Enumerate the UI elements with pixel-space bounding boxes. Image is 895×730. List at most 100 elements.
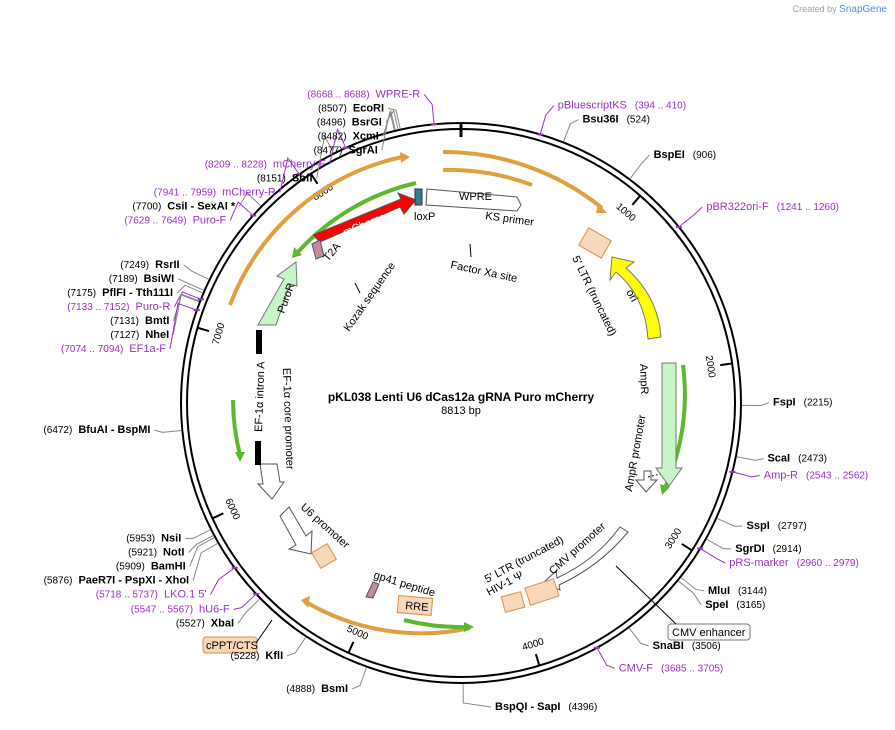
site-label[interactable]: (8507)EcoRI [318,102,384,114]
plasmid-title: pKL038 Lenti U6 dCas12a gRNA Puro mCherr… [328,390,595,404]
primer-label[interactable]: Amp-R(2543 .. 2562) [764,470,869,482]
feature-label-kozak: Kozak sequence [342,260,398,334]
u6-small-box [311,543,337,569]
site-position: (6472) [43,425,72,436]
site-name: SspI [747,520,770,532]
primer-labels: (8668 .. 8688) WPRE-R (8209 .. 8228)mCherr… [61,88,868,674]
site-label[interactable]: (6472)BfuAI - BspMI [43,424,150,436]
site-leader [678,580,702,606]
site-name: BsrGI [352,116,382,128]
primer-range: (7133 .. 7152) [67,302,129,313]
primer-label[interactable]: (8209 .. 8228)mCherry-F [205,158,326,170]
site-label[interactable]: (5527)XbaI [176,617,234,629]
feature-label-ef1a-intron: EF-1α intron A [253,361,267,433]
site-label[interactable]: (5953)NsiI [126,533,181,545]
site-label[interactable]: (7189)BsiWI [109,273,174,285]
site-label[interactable]: (5909)BamHI [116,561,186,573]
tick-mark [347,641,355,654]
feature-label-loxp: loxP [414,211,435,223]
watermark-created-by: Created by [792,4,837,14]
site-label[interactable]: (8496)BsrGI [317,116,382,128]
primer-leader [210,567,235,595]
site-label[interactable]: (5921)NotI [128,547,184,559]
site-leader [628,627,649,647]
primer-leader [173,291,201,308]
site-position: (3506) [692,641,721,652]
site-label[interactable]: (7700)CsiI - SexAI * [132,200,235,212]
site-label[interactable]: (7175) PflFI - Tth111I [67,287,173,299]
ltr-bottom-box-1 [500,591,526,613]
site-position: (8482) [318,131,347,142]
primer-label[interactable]: (5718 .. 5737)LKO.1 5' [96,589,207,601]
site-label[interactable]: (7131)BmtI [110,315,169,327]
site-leader [238,191,262,207]
site-label[interactable]: MluI(3144) [708,585,767,597]
tick-label: 4000 [521,636,546,653]
primer-range: (8668 .. 8688) [307,89,369,100]
site-label[interactable]: SnaBI(3506) [653,640,721,652]
site-name: PflFI - Tth111I [102,287,173,299]
site-position: (5921) [128,548,157,559]
cppt-box [202,636,258,654]
site-name: SgrAI [348,144,377,156]
site-name: BsiWI [144,273,175,285]
primer-label[interactable]: (5547 .. 5567)hU6-F [131,603,230,615]
primer-label[interactable]: (7074 .. 7094)EF1a-F [61,343,166,355]
primer-name: pRS-marker [729,557,789,569]
primer-range: (7629 .. 7649) [124,215,186,226]
site-name: SgrDI [735,543,764,555]
primer-label[interactable]: pBR322ori-F(1241 .. 1260) [706,201,839,213]
site-label[interactable]: (7249)RsrII [120,259,179,271]
site-label[interactable]: (8477)SgrAI [314,144,378,156]
site-label[interactable]: (5228)KflI [231,650,284,662]
site-label[interactable]: FspI(2215) [773,397,833,409]
primer-name: Puro-R [135,301,170,313]
site-name: BspQI - SapI [495,701,560,713]
site-label[interactable]: (8482) XcmI [318,130,379,142]
primer-label[interactable]: (7941 .. 7959)mCherry-R [154,186,276,198]
site-leader [706,538,732,550]
site-label[interactable]: SspI (2797) [747,520,807,532]
primer-leader [700,548,726,564]
site-label[interactable]: SpeI (3165) [705,599,765,611]
primer-label[interactable]: pBluescriptKS(394 .. 410) [558,100,686,112]
site-position: (7127) [110,330,139,341]
site-label[interactable]: BspQI - SapI(4396) [495,701,597,713]
primer-label[interactable]: (8668 .. 8688) WPRE-R [307,88,420,100]
site-position: (7175) [67,288,96,299]
primer-name: WPRE-R [376,88,421,100]
site-position: (2914) [773,544,802,555]
primer-label[interactable]: (7629 .. 7649)Puro-F [124,214,226,226]
primer-label[interactable]: CMV-F(3685 .. 3705) [619,662,724,674]
primer-label[interactable]: pRS-marker(2960 .. 2979) [729,557,859,569]
site-position: (2797) [778,521,807,532]
ef1a-promoter-arrow [256,463,285,500]
primer-leader [733,471,760,478]
site-name: SpeI [705,599,728,611]
plasmid-size: 8813 bp [441,405,481,417]
site-name: NheI [145,329,169,341]
primer-name: pBR322ori-F [706,201,769,213]
site-name: XcmI [353,130,379,142]
tick-label: 3000 [663,526,684,551]
site-label[interactable]: BspEI(906) [654,149,717,161]
site-leader [192,542,218,581]
site-leader [351,667,367,690]
primer-label[interactable]: (7133 .. 7152) Puro-R [67,301,170,313]
site-position: (3165) [736,600,765,611]
site-label[interactable]: (5876)PaeR7I - PspXI - XhoI [44,575,190,587]
site-position: (7700) [132,201,161,212]
site-label[interactable]: (4888)BsmI [286,683,348,695]
site-position: (906) [693,150,716,161]
site-label[interactable]: (8151)SbfI [257,172,313,184]
site-position: (8151) [257,173,286,184]
site-label[interactable]: Bsu36I(524) [582,114,649,126]
site-name: KflI [265,650,283,662]
site-label[interactable]: (7127) NheI [110,329,169,341]
feature-label-ampr: AmpR [637,364,650,395]
site-label[interactable]: SgrDI (2914) [735,543,801,555]
arc-bottom-orange-arrow [301,596,310,608]
site-leader [736,456,764,461]
primer-name: EF1a-F [129,343,166,355]
site-label[interactable]: ScaI(2473) [767,453,827,465]
